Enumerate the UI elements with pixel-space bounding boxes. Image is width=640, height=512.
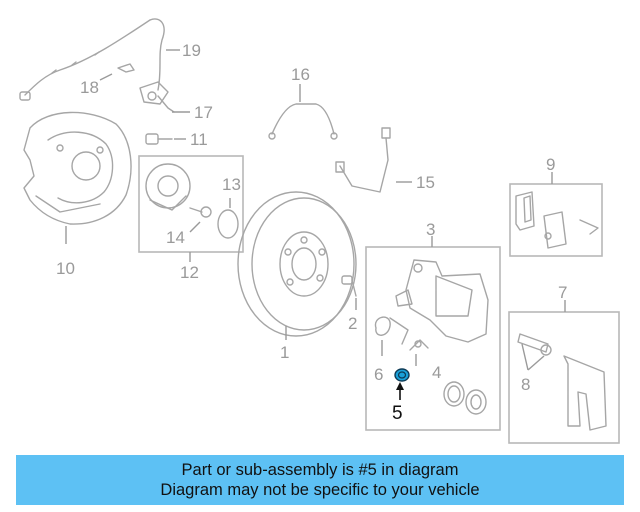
label-15: 15: [416, 173, 435, 192]
callout-6: 6: [374, 340, 383, 384]
callout-8: 8: [521, 343, 545, 394]
carrier-box: [508, 311, 620, 444]
label-3: 3: [426, 220, 435, 239]
label-8: 8: [521, 375, 530, 394]
callout-1: 1: [280, 326, 289, 362]
caliper-box: [365, 246, 501, 431]
caliper-part: [395, 259, 489, 343]
label-16: 16: [291, 65, 310, 84]
hub-kit-box: [138, 155, 244, 253]
callout-9: 9: [546, 155, 555, 184]
bleeder-4-part: [409, 339, 429, 351]
bolt-11-part: [145, 133, 173, 145]
brake-line-16-part: [268, 103, 338, 140]
banner-line-1: Part or sub-assembly is #5 in diagram: [181, 461, 459, 479]
label-6: 6: [374, 365, 383, 384]
label-9: 9: [546, 155, 555, 174]
label-13: 13: [222, 175, 241, 194]
label-1: 1: [280, 343, 289, 362]
pads-part: [515, 191, 599, 249]
label-2: 2: [348, 314, 357, 333]
spring-part: [374, 316, 409, 345]
label-5: 5: [392, 403, 403, 424]
info-banner: Part or sub-assembly is #5 in diagram Di…: [16, 455, 624, 505]
hub-part: [145, 163, 239, 239]
label-12: 12: [180, 263, 199, 282]
callout-12: 12: [180, 252, 199, 282]
abs-sensor-part: [19, 18, 175, 113]
callout-4: 4: [415, 354, 441, 382]
callout-13: 13: [222, 175, 241, 208]
bolt-2-part: [341, 275, 357, 297]
label-17: 17: [194, 103, 213, 122]
label-10: 10: [56, 259, 75, 278]
brake-line-15-part: [335, 127, 391, 193]
parts-diagram: 19 18 17 10 11 13: [19, 18, 620, 444]
brake-pads-box: [509, 183, 603, 257]
callout-15: 15: [396, 173, 435, 192]
callout-2: 2: [348, 298, 357, 333]
callout-17: 17: [172, 103, 213, 122]
label-4: 4: [432, 363, 441, 382]
label-18: 18: [80, 78, 99, 97]
seal-kit-part: [443, 381, 487, 415]
callout-11: 11: [174, 130, 208, 149]
label-14: 14: [166, 228, 185, 247]
carrier-part: [517, 333, 607, 431]
callout-10: 10: [56, 226, 75, 278]
banner-line-2: Diagram may not be specific to your vehi…: [160, 481, 480, 499]
callout-16: 16: [291, 65, 310, 102]
backing-plate-part: [23, 111, 132, 225]
callout-3: 3: [426, 220, 435, 247]
rotor-part: [237, 191, 357, 337]
callout-19: 19: [166, 41, 201, 60]
label-19: 19: [182, 41, 201, 60]
callout-7: 7: [558, 283, 567, 312]
label-7: 7: [558, 283, 567, 302]
cap-5-part: [394, 368, 410, 382]
callout-14: 14: [166, 221, 201, 247]
label-11: 11: [190, 130, 208, 149]
callout-18: 18: [80, 73, 113, 97]
callout-5: 5: [392, 382, 404, 424]
